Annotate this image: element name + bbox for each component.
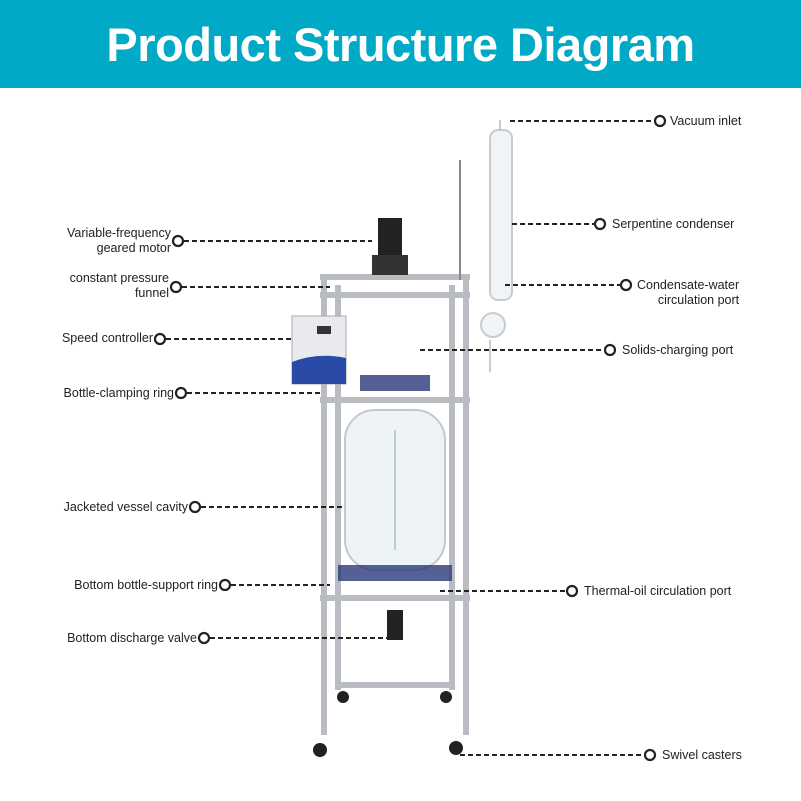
label-discharge-valve: Bottom discharge valve xyxy=(67,631,197,645)
header-banner: Product Structure Diagram xyxy=(0,0,801,88)
page-title: Product Structure Diagram xyxy=(106,17,695,71)
leader-dots xyxy=(153,114,667,762)
label-line: geared motor xyxy=(96,241,171,255)
label-line: funnel xyxy=(134,286,169,300)
swivel-casters xyxy=(313,691,463,757)
label-vessel-cavity: Jacketed vessel cavity xyxy=(63,500,188,514)
label-line: Condensate-water xyxy=(637,278,740,292)
motor xyxy=(372,218,408,275)
jacketed-vessel xyxy=(338,375,452,640)
label-casters: Swivel casters xyxy=(662,748,742,762)
label-line: Variable-frequency xyxy=(67,226,171,240)
label-vacuum-inlet: Vacuum inlet xyxy=(670,114,742,128)
label-line: constant pressure xyxy=(69,271,169,285)
label-clamping-ring: Bottle-clamping ring xyxy=(63,386,174,400)
speed-controller xyxy=(291,315,347,385)
condenser xyxy=(480,120,513,372)
label-solids-port: Solids-charging port xyxy=(622,343,734,357)
label-serpentine-condenser: Serpentine condenser xyxy=(612,217,735,231)
label-thermal-oil-port: Thermal-oil circulation port xyxy=(584,584,732,598)
label-speed-controller: Speed controller xyxy=(61,331,153,345)
leader-lines xyxy=(166,120,654,756)
label-line: circulation port xyxy=(657,293,740,307)
label-support-ring: Bottom bottle-support ring xyxy=(74,578,218,592)
